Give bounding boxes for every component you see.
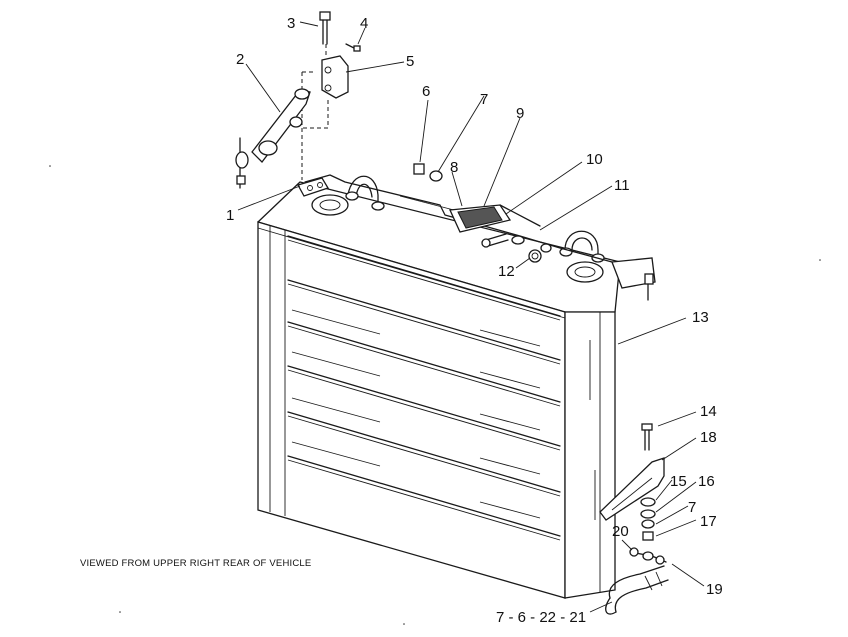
fuel-tank	[257, 181, 621, 599]
callout-16: 16	[698, 473, 715, 490]
callout-20: 20	[612, 523, 629, 540]
callout-9: 9	[516, 105, 524, 122]
vent-cap	[528, 249, 542, 263]
callout-2: 2	[236, 51, 244, 68]
top-fitting	[481, 233, 552, 253]
callout-19: 19	[706, 581, 723, 598]
callout-1: 1	[226, 207, 234, 224]
upper-link-assembly	[235, 11, 361, 189]
callout-5: 5	[406, 53, 414, 70]
leader-lines	[237, 21, 705, 613]
bolt-washer	[413, 163, 443, 182]
callout-labels: 3 4 5 2 1 6 7 8 9 10 11 12 13 14 18 15 1…	[226, 15, 723, 626]
callout-4: 4	[360, 15, 368, 32]
right-bracket	[611, 257, 656, 301]
strap-pad	[449, 204, 541, 233]
callout-10: 10	[586, 151, 603, 168]
callout-18: 18	[700, 429, 717, 446]
lower-bracket-assembly	[599, 423, 665, 541]
callout-6: 6	[422, 83, 430, 100]
callout-8: 8	[450, 159, 458, 176]
callout-14: 14	[700, 403, 717, 420]
filler-neck-left	[311, 175, 385, 216]
callout-15: 15	[670, 473, 687, 490]
callout-13: 13	[692, 309, 709, 326]
callout-7-top: 7	[480, 91, 488, 108]
bracket-plate	[297, 177, 329, 197]
callout-21-group: 7 - 6 - 22 - 21	[496, 609, 586, 626]
view-caption: VIEWED FROM UPPER RIGHT REAR OF VEHICLE	[80, 558, 311, 569]
callout-17: 17	[700, 513, 717, 530]
callout-3: 3	[287, 15, 295, 32]
callout-12: 12	[498, 263, 515, 280]
callout-7-bottom: 7	[688, 499, 696, 516]
filler-neck-right	[559, 230, 605, 283]
callout-11: 11	[614, 177, 630, 194]
